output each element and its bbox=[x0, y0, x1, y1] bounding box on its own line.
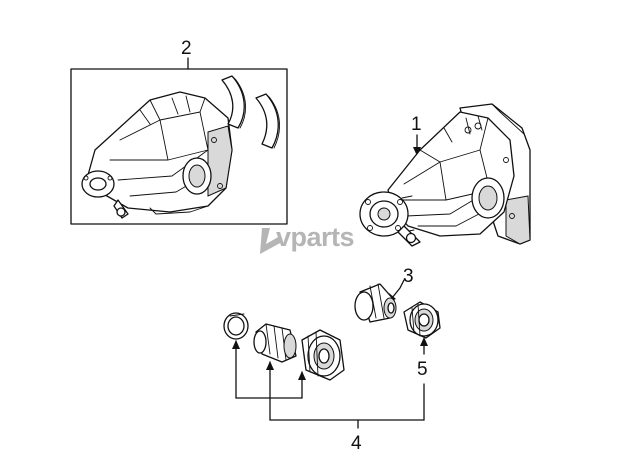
callout-5-label: 5 bbox=[417, 359, 428, 380]
watermark-text: vparts bbox=[276, 222, 354, 252]
mount-bushing-lower bbox=[255, 93, 280, 149]
callout-3-group: 3 bbox=[354, 266, 414, 323]
differential-housing bbox=[359, 103, 531, 247]
bearing-race bbox=[301, 329, 345, 381]
callout-4-label: 4 bbox=[351, 433, 362, 454]
inner-bearing bbox=[253, 323, 297, 363]
watermark: vparts bbox=[260, 222, 355, 254]
callout-5-arrow bbox=[420, 337, 428, 346]
callout-2-label: 2 bbox=[181, 38, 192, 59]
callout-1-arrow bbox=[413, 147, 421, 156]
seal-ring bbox=[223, 312, 249, 340]
mount-bushing-upper bbox=[221, 75, 246, 129]
callout-4-group: 4 bbox=[223, 312, 425, 454]
pinion-seal bbox=[354, 283, 397, 323]
callout-1-group: 1 bbox=[359, 103, 531, 247]
callout-3-label: 3 bbox=[403, 266, 414, 287]
differential-housing-boxed bbox=[81, 91, 233, 219]
callout-5-group: 5 bbox=[403, 301, 441, 380]
assembly-box bbox=[70, 68, 288, 225]
callout-1-label: 1 bbox=[411, 114, 422, 135]
callout-3-leader bbox=[391, 279, 405, 299]
callout-2-group: 2 bbox=[70, 38, 288, 225]
pinion-bearing bbox=[403, 301, 441, 339]
watermark-logo-icon bbox=[260, 228, 282, 254]
